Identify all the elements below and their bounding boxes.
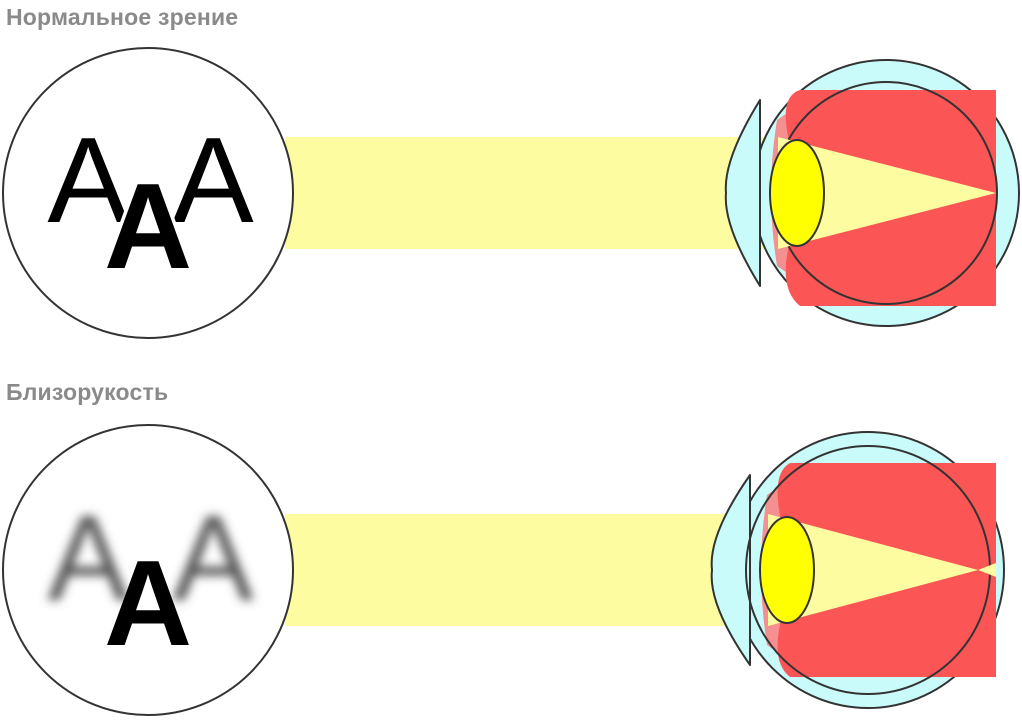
letter-center: A [104,158,192,294]
myopia-title: Близорукость [6,379,169,405]
myopia-panel: Близорукость A A A [0,375,1022,724]
myopia-diagram: A A A [2,424,1005,716]
diverging-light [978,563,996,577]
refracted-light [778,137,996,249]
letter-left: A [47,112,129,248]
lens [769,139,825,247]
eye [724,59,1020,327]
blurred-letter-left: A [47,490,129,626]
normal-vision-title: Нормальное зрение [6,4,239,30]
blurred-letter-right: A [172,490,254,626]
object-circle [2,424,294,716]
lens [759,516,815,624]
normal-vision-diagram: A A A [2,47,1020,339]
light-beam [285,137,775,249]
letter-center: A [104,535,192,671]
light-beam [285,514,775,626]
refracted-light [768,514,978,626]
letter-right: A [172,112,254,248]
normal-vision-panel: Нормальное зрение A A A [2,4,1020,339]
eye [710,431,1005,709]
object-circle [2,47,294,339]
cornea [710,474,751,666]
cornea [724,99,761,287]
